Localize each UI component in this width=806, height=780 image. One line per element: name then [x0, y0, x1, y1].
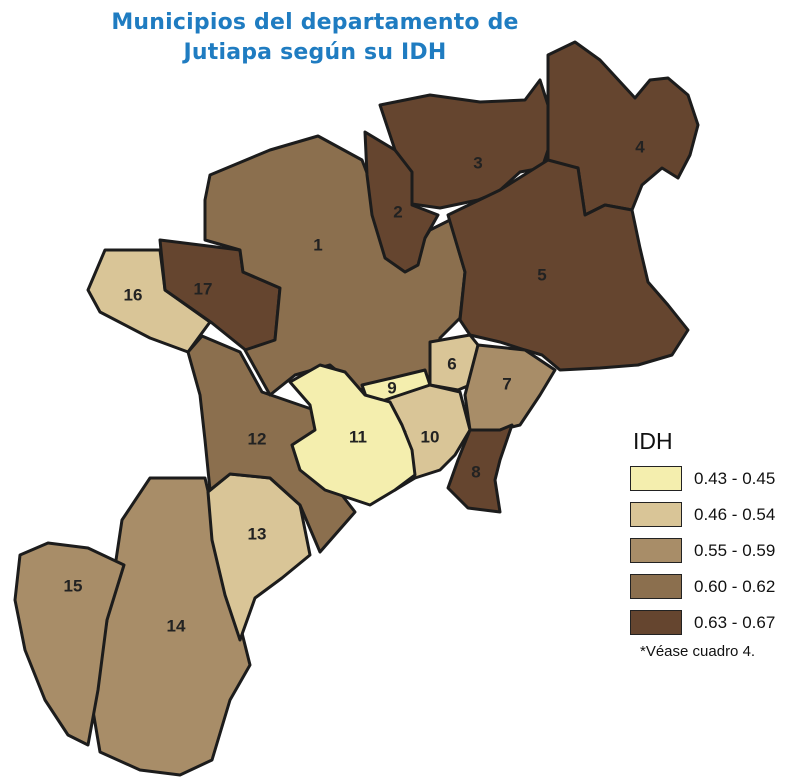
legend-item-3: 0.55 - 0.59 [630, 537, 806, 564]
legend-label-3: 0.55 - 0.59 [694, 540, 776, 560]
municipality-label-4: 4 [635, 137, 645, 156]
municipality-label-15: 15 [64, 576, 83, 595]
municipality-label-10: 10 [421, 427, 440, 446]
legend-label-2: 0.46 - 0.54 [694, 504, 776, 524]
legend-label-4: 0.60 - 0.62 [694, 576, 776, 596]
municipality-label-2: 2 [393, 202, 402, 221]
municipality-label-6: 6 [447, 354, 456, 373]
legend-footnote: *Véase cuadro 4. [640, 643, 756, 660]
map-title-line-1: Municipios del departamento de [111, 10, 519, 35]
municipality-label-7: 7 [502, 374, 511, 393]
municipality-12[interactable] [186, 334, 357, 554]
municipality-label-14: 14 [167, 616, 186, 635]
municipality-label-12: 12 [248, 429, 267, 448]
municipality-5[interactable] [446, 158, 690, 372]
legend-swatch-1 [630, 466, 682, 491]
municipality-label-9: 9 [387, 378, 396, 397]
municipality-label-1: 1 [313, 235, 322, 254]
municipality-label-5: 5 [537, 265, 546, 284]
legend-swatch-5 [630, 610, 682, 635]
municipality-label-11: 11 [349, 427, 367, 446]
legend-label-1: 0.43 - 0.45 [694, 468, 776, 488]
municipality-label-3: 3 [473, 153, 482, 172]
legend-item-2: 0.46 - 0.54 [630, 501, 806, 528]
municipality-label-17: 17 [194, 279, 213, 298]
legend-item-5: 0.63 - 0.67 [630, 609, 806, 636]
legend-title: IDH [633, 428, 673, 454]
municipality-15[interactable] [13, 541, 126, 747]
idh-legend: IDH 0.43 - 0.45 0.46 - 0.54 0.55 - 0.59 … [630, 428, 806, 660]
municipality-8[interactable] [446, 423, 514, 514]
legend-swatch-3 [630, 538, 682, 563]
municipality-label-8: 8 [471, 462, 480, 481]
legend-item-4: 0.60 - 0.62 [630, 573, 806, 600]
legend-item-1: 0.43 - 0.45 [630, 465, 806, 492]
map-title: Municipios del departamento de Jutiapa s… [60, 8, 570, 68]
legend-label-5: 0.63 - 0.67 [694, 612, 776, 632]
legend-swatch-4 [630, 574, 682, 599]
municipality-11[interactable] [288, 363, 417, 507]
legend-swatch-2 [630, 502, 682, 527]
municipality-label-16: 16 [124, 285, 143, 304]
municipality-label-13: 13 [248, 524, 267, 543]
municipality-7[interactable] [463, 343, 557, 432]
map-title-line-2: Jutiapa según su IDH [183, 40, 447, 65]
